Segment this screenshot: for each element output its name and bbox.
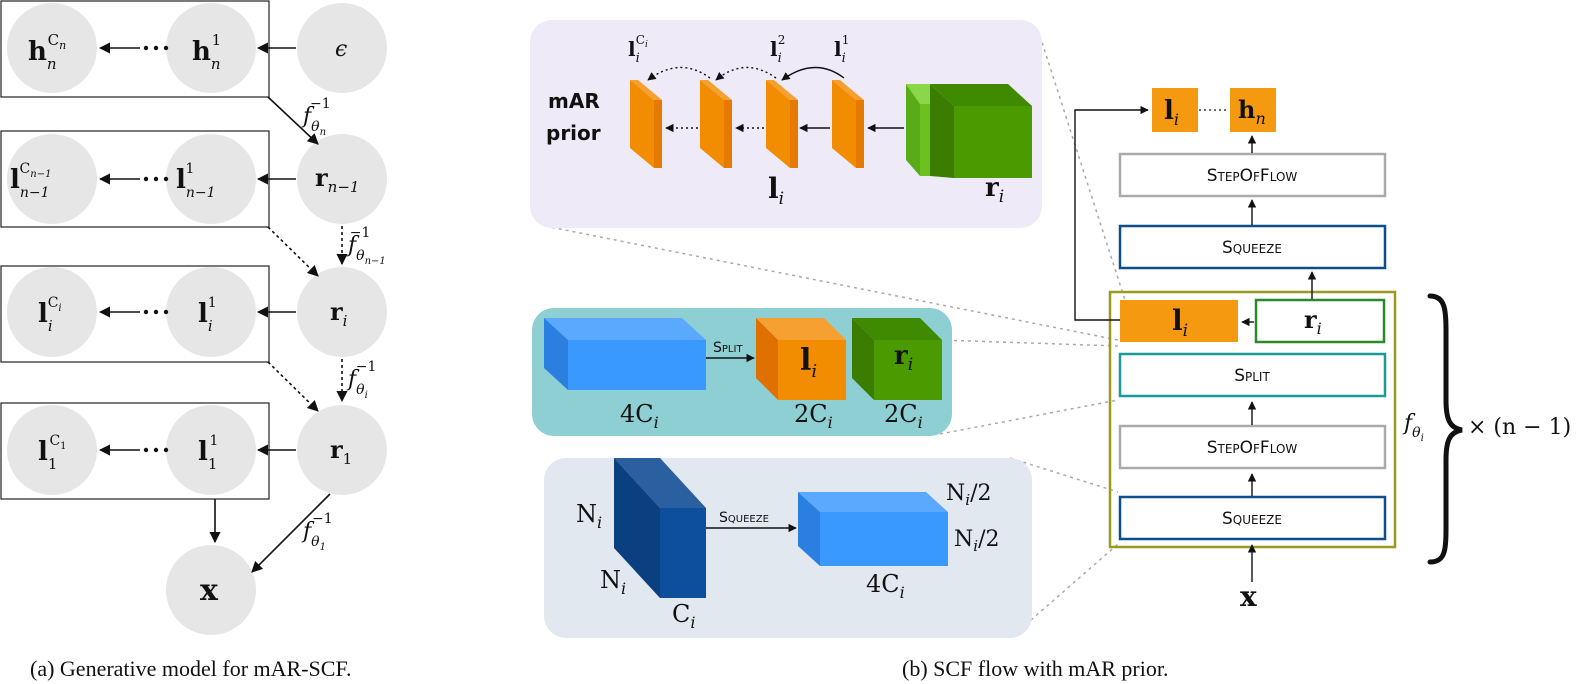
node-l-i-c: [7, 267, 97, 357]
block-stepofflow-bottom: [1118, 424, 1387, 470]
block-split: [1118, 352, 1387, 398]
block-squeeze-top-label: Squeeze: [1222, 238, 1282, 258]
top-hn-label: hn: [1238, 95, 1266, 128]
node-l-1-c: [7, 405, 97, 495]
label-h-cn: hnCn: [28, 31, 66, 73]
prior-slabs: [630, 80, 864, 168]
prior-label-li: li: [768, 172, 784, 209]
inner-ri-box: [1254, 298, 1386, 344]
caption-b: (b) SCF flow with mAR prior.: [902, 656, 1168, 681]
node-h-1: [166, 3, 256, 93]
label-l-n1-1: ln−11: [176, 161, 216, 201]
label-l-1-1: l11: [198, 433, 218, 473]
split-label-l: li: [800, 343, 817, 382]
curly-brace: [1427, 293, 1463, 565]
block-stepofflow-top: [1118, 152, 1387, 198]
split-op-label: Split: [713, 340, 743, 356]
squeeze-op-label: Squeeze: [719, 510, 769, 526]
prior-curve-3: [647, 66, 711, 81]
prior-r-block: [906, 84, 1032, 178]
block-stepofflow-bottom-label: StepOfFlow: [1207, 438, 1298, 458]
right-x-label: x: [1240, 580, 1257, 613]
label-x: x: [200, 573, 219, 608]
node-epsilon: [297, 3, 387, 93]
block-squeeze-bottom-label: Squeeze: [1222, 509, 1282, 529]
squeeze-out-n2: Ni/2: [954, 527, 999, 555]
prior-curve-2: [715, 66, 777, 81]
prior-label-lc: liCi: [628, 33, 648, 66]
arrow-r1-x: [251, 493, 331, 573]
block-split-label: Split: [1234, 366, 1270, 386]
arrow-box2-ri: [267, 226, 319, 277]
flow-label-n1: fθn−1−1: [346, 225, 386, 267]
label-r-i: ri: [330, 297, 348, 330]
scf-flow: li hn StepOfFlow Squeeze li ri Split Ste…: [902, 88, 1571, 681]
node-x: [166, 545, 256, 635]
squeeze-out-c: 4Ci: [866, 570, 905, 602]
prior-title-2: prior: [546, 121, 601, 145]
node-r-i: [297, 267, 387, 357]
split-l-size: 2Ci: [794, 400, 833, 432]
node-l-i-1: [166, 267, 256, 357]
node-l-n1-1: [166, 134, 256, 224]
node-r-1: [297, 405, 387, 495]
row-box-1: [0, 0, 270, 98]
node-l-1-1: [166, 405, 256, 495]
row-box-3: [0, 265, 270, 363]
split-label-r: ri: [894, 341, 913, 375]
prior-label-l1: li1: [834, 33, 849, 66]
prior-label-ri: ri: [985, 173, 1004, 207]
split-r-block: [852, 318, 942, 400]
prior-curve-1: [781, 66, 845, 81]
flow-label-i: fθi−1: [346, 359, 376, 401]
node-r-n1: [297, 134, 387, 224]
f-theta-label: fθi: [1402, 411, 1424, 444]
split-panel: Split li ri 4Ci 2Ci 2Ci: [532, 308, 952, 436]
squeeze-c-label: Ci: [672, 600, 696, 632]
block-squeeze-bottom: [1118, 495, 1387, 541]
split-input-block: [544, 318, 706, 390]
top-hn-box: [1230, 88, 1276, 132]
block-stepofflow-top-label: StepOfFlow: [1207, 166, 1298, 186]
arrow-li-top: [1074, 105, 1149, 321]
squeeze-n-label2: Ni: [600, 566, 626, 598]
mar-prior-panel: mAR prior: [530, 20, 1042, 228]
squeeze-n-label1: Ni: [576, 500, 602, 532]
label-l-i-c: liCi: [38, 295, 62, 335]
split-l-block: [756, 318, 846, 400]
node-h-cn: [7, 3, 97, 93]
squeeze-input-block: [614, 458, 706, 598]
top-li-label: li: [1164, 96, 1179, 129]
label-l-1-c: l1C1: [38, 433, 67, 473]
panel-connectors: [544, 35, 1126, 635]
inner-li-box: [1120, 300, 1238, 342]
top-li-box: [1152, 88, 1198, 132]
label-r-1: r1: [330, 435, 352, 468]
prior-title-1: mAR: [548, 89, 600, 113]
label-l-n1-c: ln−1Cn−1: [10, 161, 51, 201]
squeeze-output-block: [798, 492, 948, 566]
label-h-1: hn1: [192, 31, 221, 73]
split-in-size: 4Ci: [620, 400, 659, 432]
row-box-4: [0, 402, 270, 500]
prior-label-l2: li2: [770, 33, 785, 66]
node-l-n1-c: [7, 134, 97, 224]
squeeze-out-n1: Ni/2: [946, 481, 991, 509]
split-r-size: 2Ci: [884, 400, 923, 432]
arrow-box3-r1: [267, 361, 319, 412]
generative-model: hnCn hn1 ϵ ln−1Cn−1 ln−11 rn−1 liCi li1 …: [0, 0, 387, 681]
block-squeeze-top: [1118, 224, 1387, 270]
squeeze-panel: Squeeze Ni Ni Ci Ni/2 Ni/2 4Ci: [544, 458, 1032, 638]
label-epsilon: ϵ: [335, 37, 347, 62]
caption-a: (a) Generative model for mAR-SCF.: [30, 656, 351, 681]
flow-label-1: fθ1−1: [301, 511, 333, 553]
repeat-label: × (n − 1): [1468, 415, 1571, 440]
label-r-n1: rn−1: [315, 163, 359, 196]
flow-label-n: fθn−1: [301, 96, 331, 138]
inner-ri-label: ri: [1304, 305, 1322, 338]
label-l-i-1: li1: [198, 295, 217, 335]
inner-li-label: li: [1172, 304, 1188, 341]
arrow-box1-rn1: [267, 96, 319, 145]
